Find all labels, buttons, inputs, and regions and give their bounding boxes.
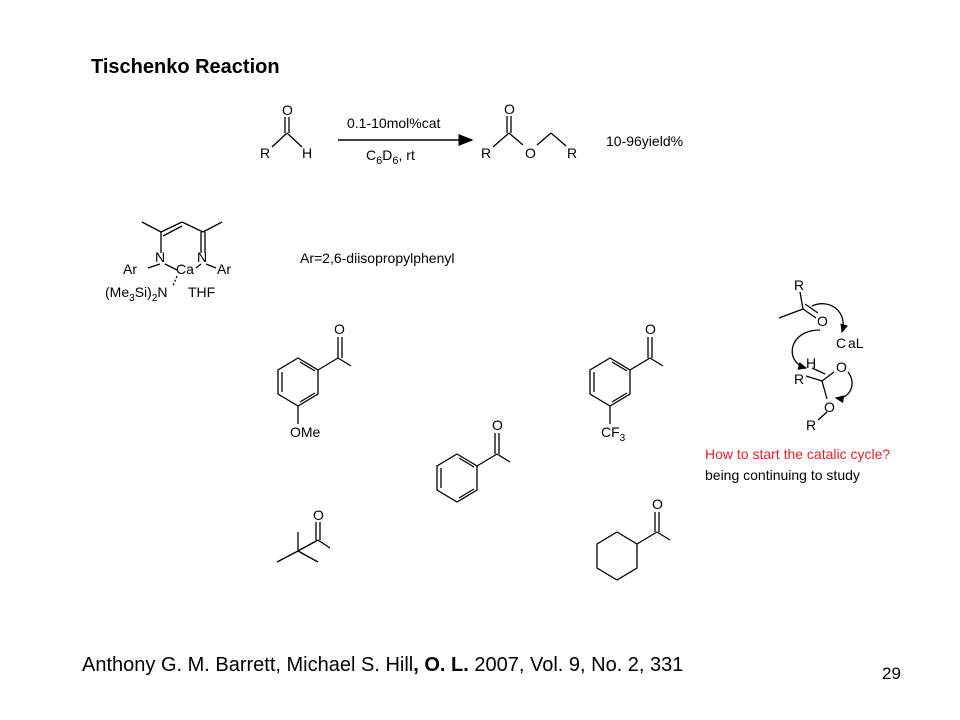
svg-text:O: O xyxy=(334,321,345,337)
conditions-bottom: C6D6, rt xyxy=(366,147,415,167)
svg-text:O: O xyxy=(836,359,847,375)
svg-text:R: R xyxy=(567,145,577,161)
svg-text:O: O xyxy=(504,101,515,117)
page-number: 29 xyxy=(882,664,901,683)
yield-label: 10-96yield% xyxy=(606,133,683,149)
svg-text:O: O xyxy=(492,417,503,433)
substrate-ome-label: OMe xyxy=(290,424,321,440)
catalyst-amide: (Me3Si)2N xyxy=(105,284,168,304)
catalyst-metal: Ca xyxy=(176,261,194,277)
svg-text:H: H xyxy=(302,145,312,161)
calcium-catalyst xyxy=(141,221,223,287)
citation: Anthony G. M. Barrett, Michael S. Hill, … xyxy=(82,654,684,676)
citation-details: 2007, Vol. 9, No. 2, 331 xyxy=(468,654,684,676)
substrate-cyclohexanecarbaldehyde xyxy=(596,512,671,581)
aldehyde-reactant xyxy=(271,117,303,148)
ester-product xyxy=(492,116,567,148)
substrate-cf3-benzaldehyde xyxy=(589,337,664,424)
svg-text:O: O xyxy=(652,496,663,512)
svg-text:O: O xyxy=(645,321,656,337)
svg-text:R: R xyxy=(794,277,804,293)
svg-text:R: R xyxy=(260,145,270,161)
svg-text:Ar: Ar xyxy=(217,261,231,277)
svg-text:O: O xyxy=(282,102,293,118)
catalytic-cycle-question: How to start the catalic cycle? xyxy=(705,446,891,462)
svg-text:R: R xyxy=(794,371,804,387)
ar-definition: Ar=2,6-diisopropylphenyl xyxy=(300,250,454,266)
substrate-cf3-label: CF3 xyxy=(601,424,626,444)
svg-text:N: N xyxy=(197,249,207,265)
svg-text:O: O xyxy=(313,507,324,523)
svg-text:aL: aL xyxy=(848,335,864,351)
citation-journal: O. L. xyxy=(424,654,469,676)
citation-authors: Anthony G. M. Barrett, Michael S. Hill xyxy=(82,654,414,676)
svg-text:THF: THF xyxy=(188,284,215,300)
substrate-pivaldehyde xyxy=(276,522,331,563)
svg-text:O: O xyxy=(824,399,835,415)
svg-text:C: C xyxy=(836,335,846,351)
svg-text:H: H xyxy=(806,355,816,371)
svg-text:Ar: Ar xyxy=(123,261,137,277)
svg-text:O: O xyxy=(817,313,828,329)
mechanism-cycle xyxy=(778,291,853,421)
study-note: being continuing to study xyxy=(705,467,860,483)
svg-text:N: N xyxy=(155,249,165,265)
slide-title: Tischenko Reaction xyxy=(91,56,280,78)
conditions-top: 0.1-10mol%cat xyxy=(347,115,440,131)
substrate-benzaldehyde xyxy=(436,433,511,503)
substrate-methoxybenzaldehyde xyxy=(277,337,352,424)
svg-text:R: R xyxy=(806,417,816,433)
svg-text:O: O xyxy=(525,145,536,161)
svg-text:R: R xyxy=(481,145,491,161)
